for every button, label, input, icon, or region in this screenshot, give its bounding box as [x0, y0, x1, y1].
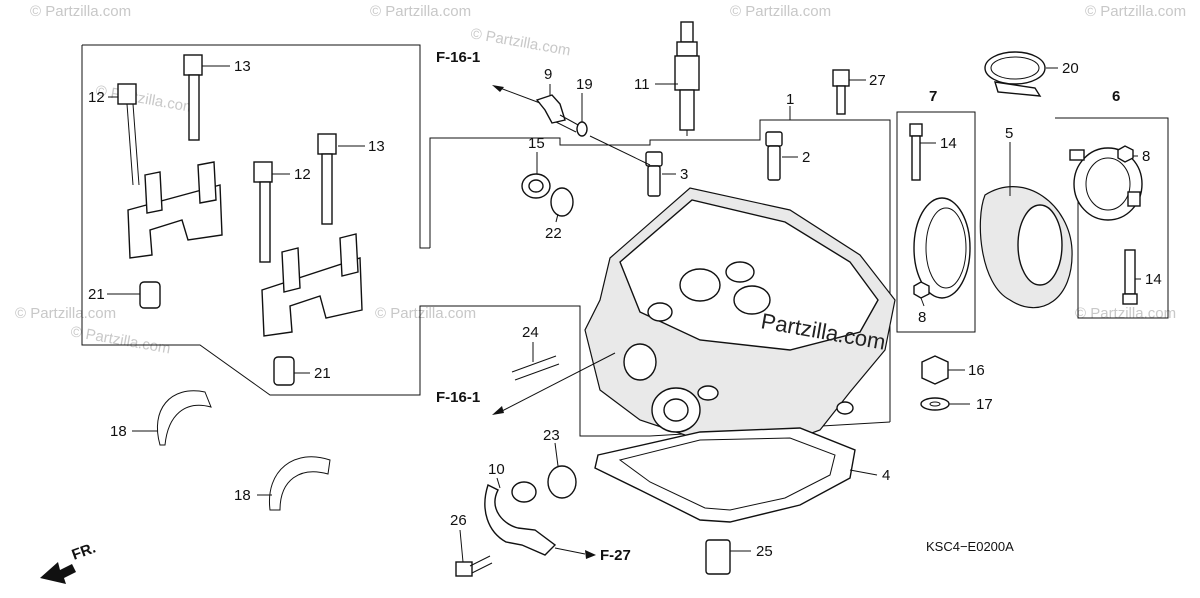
callout-25: 25: [756, 543, 773, 560]
watermark-text: © Partzilla.com: [375, 305, 476, 322]
callout-21-lower: 21: [314, 365, 331, 382]
callout-18-upper: 18: [110, 423, 127, 440]
cap-15: [521, 173, 551, 199]
callout-10: 10: [488, 461, 505, 478]
callout-12-right: 12: [294, 166, 311, 183]
clamp-band: [913, 197, 971, 299]
bolt-27: [832, 69, 850, 115]
valve-guide-2: [765, 131, 783, 181]
watermark-text: © Partzilla.com: [69, 323, 171, 357]
callout-14-lower: 14: [1145, 271, 1162, 288]
box-7-frame: [896, 111, 976, 333]
callout-2: 2: [802, 149, 810, 166]
washer-17: [920, 397, 950, 411]
ref-f16-mid: F-16-1: [436, 389, 480, 406]
fitting-9: [535, 94, 581, 133]
watermark-text: © Partzilla.com: [15, 305, 116, 322]
callout-19: 19: [576, 76, 593, 93]
callout-20: 20: [1062, 60, 1079, 77]
callout-11: 11: [634, 76, 650, 93]
bolt-13-left: [183, 54, 203, 141]
callout-16: 16: [968, 362, 985, 379]
pipe-10: [484, 484, 557, 556]
callout-6: 6: [1112, 88, 1120, 105]
clamp-6: [1069, 147, 1143, 221]
band-20: [984, 51, 1046, 97]
callout-8-lower: 8: [918, 309, 926, 326]
arrow-f16-mid: [492, 406, 504, 415]
ref-f16-top: F-16-1: [436, 49, 480, 66]
washer-19: [576, 121, 588, 137]
camshaft-holder-left: [127, 161, 223, 259]
callout-13-left: 13: [234, 58, 251, 75]
watermark-text: © Partzilla.com: [94, 82, 196, 116]
arrow-f16-top: [492, 85, 504, 92]
callout-27: 27: [869, 72, 886, 89]
front-direction-arrow: FR.: [40, 540, 98, 584]
watermark-text: © Partzilla.com: [1075, 305, 1176, 322]
bolt-12-right: [253, 161, 273, 263]
o-ring-23: [547, 465, 577, 499]
ref-f27: F-27: [600, 547, 631, 564]
head-gasket-inner: [618, 437, 836, 511]
callout-4: 4: [882, 467, 890, 484]
callout-7: 7: [929, 88, 937, 105]
callout-15: 15: [528, 135, 545, 152]
washer-17-hole: [929, 401, 941, 407]
callout-8-upper: 8: [1142, 148, 1150, 165]
stopper-ring-18a: [156, 390, 212, 446]
callout-21-upper: 21: [88, 286, 105, 303]
spark-plug: [674, 21, 700, 136]
nut-8-lower: [913, 281, 930, 299]
dowel-pin-21b: [273, 356, 295, 386]
callout-26: 26: [450, 512, 467, 529]
arrow-f27: [585, 550, 596, 559]
cap-nut-16: [921, 355, 949, 385]
watermark-text: © Partzilla.com: [730, 3, 831, 20]
callout-22: 22: [545, 225, 562, 242]
box-6-frame: [1055, 117, 1169, 319]
bolt-26: [455, 555, 493, 577]
callout-13-right: 13: [368, 138, 385, 155]
callout-23: 23: [543, 427, 560, 444]
watermark-text: © Partzilla.com: [469, 25, 571, 59]
callout-9: 9: [544, 66, 552, 83]
callout-18-lower: 18: [234, 487, 251, 504]
diagram-code: KSC4−E0200A: [926, 539, 1014, 554]
front-direction-label: FR.: [70, 540, 99, 564]
insulator-5: [979, 186, 1073, 309]
bolt-14-upper: [909, 123, 923, 181]
collar-25: [705, 539, 731, 575]
stopper-ring-18b: [268, 456, 331, 511]
callout-3: 3: [680, 166, 688, 183]
callout-17: 17: [976, 396, 993, 413]
left-box-frame: [82, 44, 430, 249]
nut-8-upper: [1117, 145, 1134, 163]
callout-numbers: 1 2 3 4 5 6 7 8 8 9 10 11 12 12 13 13 14…: [88, 58, 1162, 560]
bolt-12-left: [117, 83, 140, 186]
callout-14-upper: 14: [940, 135, 957, 152]
head-gasket: [594, 427, 856, 523]
camshaft-holder-right: [261, 233, 363, 337]
bolt-13-right: [317, 133, 337, 225]
stud-24: [511, 355, 560, 381]
watermark-text: © Partzilla.com: [370, 3, 471, 20]
center-box-frame: [429, 119, 891, 422]
callout-5: 5: [1005, 125, 1013, 142]
dowel-pin-21a: [139, 281, 161, 309]
o-ring-22: [550, 187, 574, 217]
pipe-10-end: [511, 481, 537, 503]
left-box-frame-lower: [81, 45, 430, 396]
callout-24: 24: [522, 324, 539, 341]
cylinder-head: [584, 187, 896, 453]
callout-1: 1: [786, 91, 794, 108]
callout-12-left: 12: [88, 89, 105, 106]
bolt-14-lower: [1122, 249, 1138, 305]
valve-guide-3: [645, 151, 663, 197]
watermark-text: © Partzilla.com: [1085, 3, 1186, 20]
leader-lines: [107, 65, 1141, 563]
watermark-text: © Partzilla.com: [30, 3, 131, 20]
